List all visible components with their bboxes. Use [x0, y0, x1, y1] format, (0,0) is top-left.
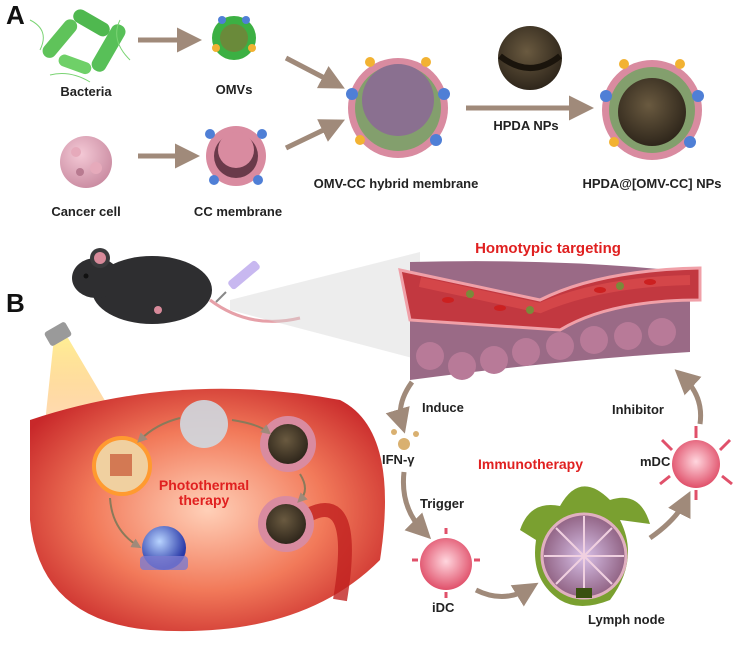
label-cancer-cell: Cancer cell: [51, 204, 121, 219]
arrow-idc-to-lymph: [474, 582, 539, 607]
ifn-particles-icon: [391, 418, 419, 450]
omv-illustration: [212, 16, 256, 60]
label-hybrid-membrane: OMV-CC hybrid membrane: [313, 176, 479, 191]
idc-cell-illustration: [412, 528, 480, 598]
lymph-node-illustration: [520, 486, 650, 606]
tumor-np-cycle: [92, 400, 316, 570]
label-omvs: OMVs: [215, 82, 253, 97]
arrow-lymph-to-mdc: [648, 491, 691, 541]
mouse-illustration: [72, 248, 301, 324]
label-immunotherapy: Immunotherapy: [478, 456, 584, 472]
label-ifn-gamma: IFN-γ: [382, 452, 415, 467]
zoom-projection: [230, 252, 420, 360]
hpda-np-illustration: [498, 26, 562, 90]
blood-vessel-tumor-illustration: [398, 261, 702, 380]
np-entering: [180, 400, 228, 448]
arrow-induce: [385, 380, 415, 434]
label-photothermal-therapy: Photothermal therapy: [159, 478, 249, 508]
photothermal-line-2: therapy: [178, 492, 230, 508]
label-cc-membrane: CC membrane: [193, 204, 283, 219]
bacteria-illustration: [29, 9, 131, 83]
panel-label-a: A: [6, 0, 25, 30]
label-bacteria: Bacteria: [60, 84, 112, 99]
label-idc: iDC: [432, 600, 455, 615]
final-np-illustration: [600, 59, 704, 160]
label-induce: Induce: [422, 400, 464, 415]
label-hpda-nps: HPDA NPs: [493, 118, 559, 133]
cc-membrane-illustration: [205, 126, 267, 186]
panel-label-b: B: [6, 288, 25, 318]
label-lymph-node: Lymph node: [588, 612, 665, 627]
cancer-cell-illustration: [60, 136, 112, 188]
arrow-membrane-to-hybrid: [284, 119, 346, 151]
mdc-cell-illustration: [659, 426, 733, 500]
arrow-trigger: [400, 471, 432, 540]
label-trigger: Trigger: [420, 496, 465, 511]
photothermal-line-1: Photothermal: [158, 477, 250, 493]
label-final-np: HPDA@[OMV-CC] NPs: [582, 176, 722, 191]
label-mdc: mDC: [640, 454, 671, 469]
panel-b-arrows: [385, 369, 704, 607]
label-inhibitor: Inhibitor: [612, 402, 664, 417]
hybrid-membrane-illustration: [346, 57, 450, 158]
syringe-illustration: [215, 260, 260, 303]
arrow-omvs-to-hybrid: [284, 55, 345, 89]
panel-a-arrows: [138, 27, 594, 169]
label-homotypic-targeting: Homotypic targeting: [475, 240, 621, 257]
arrow-inhibitor: [674, 369, 704, 425]
